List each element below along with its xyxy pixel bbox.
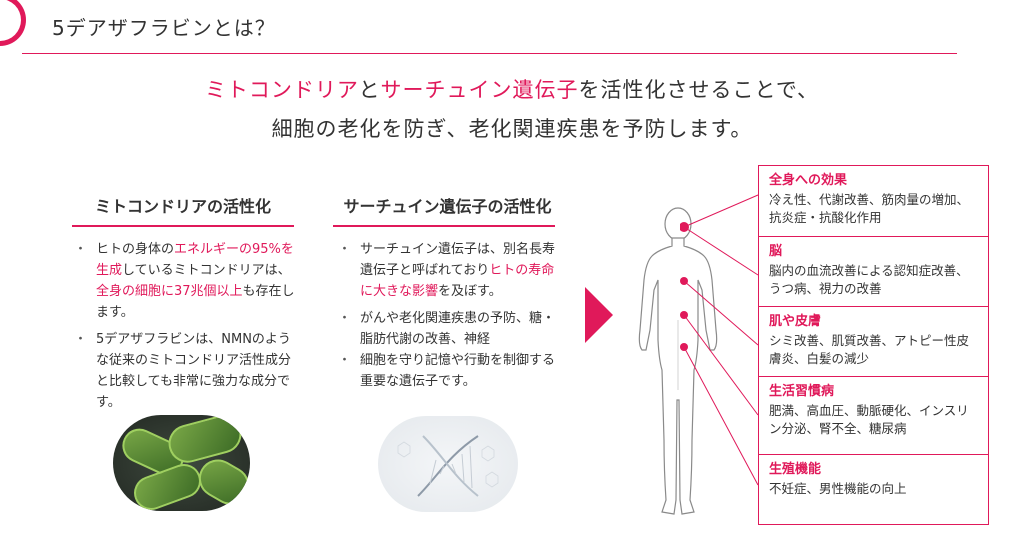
callout-dot-chest xyxy=(680,277,688,285)
callout-dot-abdomen xyxy=(680,311,688,319)
lead-line-1: ミトコンドリアとサーチュイン遺伝子を活性化させることで、 xyxy=(0,74,1024,104)
effect-text: 脳内の血流改善による認知症改善、うつ病、視力の改善 xyxy=(769,263,969,296)
effect-text: 不妊症、男性機能の向上 xyxy=(769,481,907,496)
mitochondria-bullets: ヒトの身体のエネルギーの95%を生成しているミトコンドリアは、全身の細胞に37兆… xyxy=(74,239,296,419)
sirtuin-bullet-1: サーチュイン遺伝子は、別名長寿遺伝子と呼ばれておりヒトの寿命に大きな影響を及ぼす… xyxy=(338,239,556,302)
mitochondria-title-rule xyxy=(72,225,294,227)
mitochondria-section-title: ミトコンドリアの活性化 xyxy=(94,197,271,216)
dna-helix-image xyxy=(378,416,518,512)
lead-highlight-mitochondria: ミトコンドリア xyxy=(204,78,359,102)
effect-title: 全身への効果 xyxy=(769,173,848,188)
effect-title: 肌や皮膚 xyxy=(769,314,822,329)
effect-title: 生殖機能 xyxy=(769,462,822,477)
effect-box-reproductive: 生殖機能 不妊症、男性機能の向上 xyxy=(759,454,988,524)
page-title: 5デアザフラビンとは？ xyxy=(52,16,276,40)
sirtuin-bullets: サーチュイン遺伝子は、別名長寿遺伝子と呼ばれておりヒトの寿命に大きな影響を及ぼす… xyxy=(338,239,556,398)
sirtuin-title-rule xyxy=(333,225,555,227)
lead-line-2: 細胞の老化を防ぎ、老化関連疾患を予防します。 xyxy=(271,117,753,141)
callout-lines xyxy=(680,194,759,486)
effect-box-lifestyle: 生活習慣病 肥満、高血圧、動脈硬化、インスリン分泌、腎不全、糖尿病 xyxy=(759,376,988,454)
corner-ring-decoration xyxy=(0,0,26,46)
effect-box-skin: 肌や皮膚 シミ改善、肌質改善、アトピー性皮膚炎、白髪の減少 xyxy=(759,306,988,376)
header-divider xyxy=(22,53,957,54)
lead-highlight-sirtuin: サーチュイン遺伝子 xyxy=(380,78,579,102)
callout-dot-head xyxy=(680,222,689,232)
effect-box-whole-body: 全身への効果 冷え性、代謝改善、筋肉量の増加、抗炎症・抗酸化作用 xyxy=(759,166,988,236)
effect-title: 脳 xyxy=(769,244,783,259)
effect-box-brain: 脳 脳内の血流改善による認知症改善、うつ病、視力の改善 xyxy=(759,236,988,306)
effect-text: シミ改善、肌質改善、アトピー性皮膚炎、白髪の減少 xyxy=(769,333,970,366)
effect-text: 肥満、高血圧、動脈硬化、インスリン分泌、腎不全、糖尿病 xyxy=(769,403,969,436)
sirtuin-section-title: サーチュイン遺伝子の活性化 xyxy=(343,197,552,216)
lead-connector: と xyxy=(358,78,381,102)
mitochondria-image xyxy=(113,415,250,511)
mitochondria-bullet-1: ヒトの身体のエネルギーの95%を生成しているミトコンドリアは、全身の細胞に37兆… xyxy=(74,239,296,323)
effect-text: 冷え性、代謝改善、筋肉量の増加、抗炎症・抗酸化作用 xyxy=(769,192,970,225)
effect-title: 生活習慣病 xyxy=(769,384,835,399)
sirtuin-bullet-3: 細胞を守り記憶や行動を制御する重要な遺伝子です。 xyxy=(338,350,556,392)
sirtuin-bullet-2: がんや老化関連疾患の予防、糖・脂肪代謝の改善、神経 xyxy=(338,308,556,350)
lead-tail: を活性化させることで、 xyxy=(578,78,820,102)
callout-dot-pelvis xyxy=(680,343,688,351)
mitochondria-bullet-2: 5デアザフラビンは、NMNのような従来のミトコンドリア活性成分と比較しても非常に… xyxy=(74,329,296,413)
effects-panel: 全身への効果 冷え性、代謝改善、筋肉量の増加、抗炎症・抗酸化作用 脳 脳内の血流… xyxy=(758,165,989,525)
right-arrow-icon xyxy=(585,287,613,343)
